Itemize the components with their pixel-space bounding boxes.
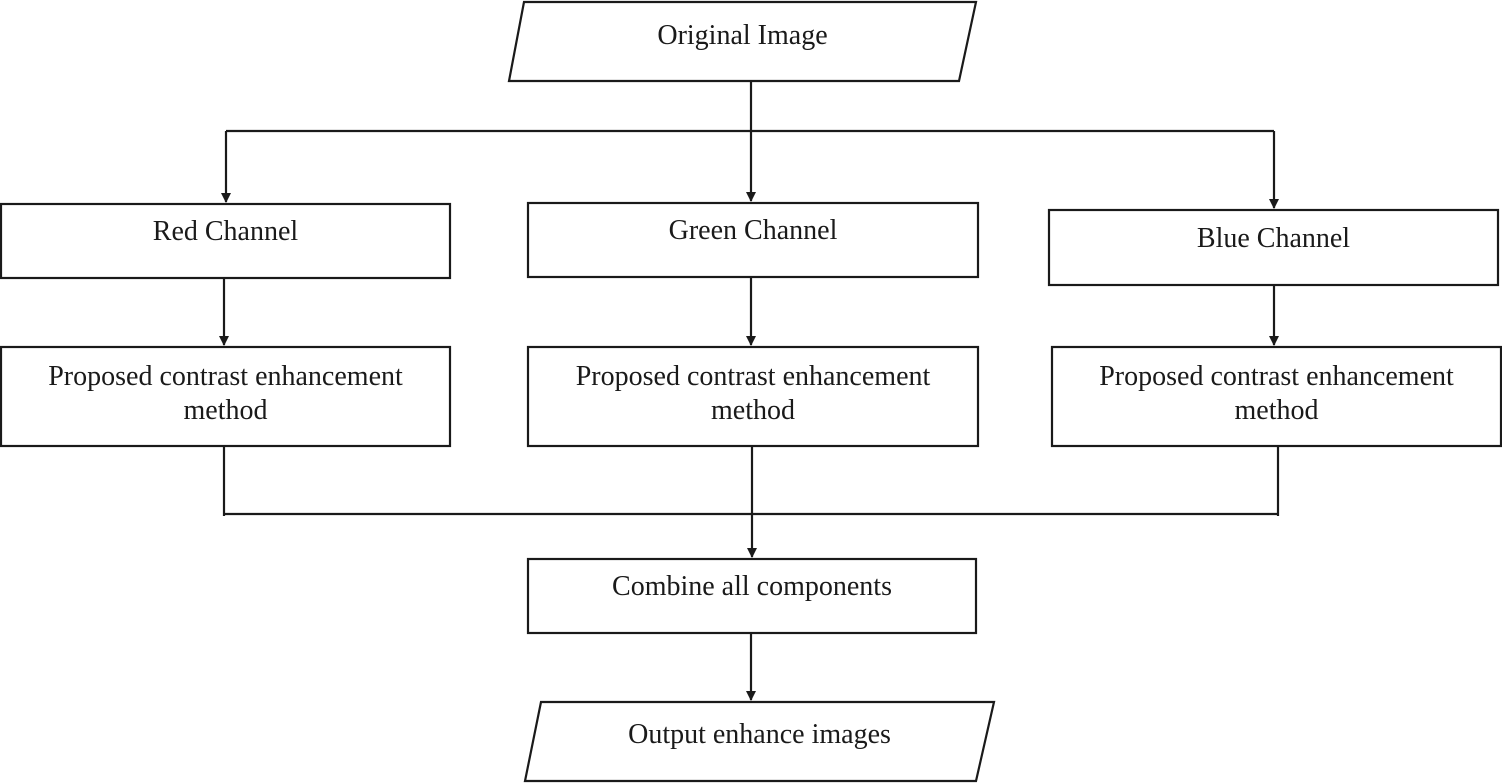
method-blue-label: Proposed contrast enhancement method <box>1099 361 1454 426</box>
red-channel-label: Red Channel <box>152 216 299 247</box>
green-channel-label: Green Channel <box>668 215 838 246</box>
output-label: Output enhance images <box>628 719 891 750</box>
blue-channel-box <box>1047 208 1500 287</box>
method-green-box <box>526 345 980 448</box>
method-green-label: Proposed contrast enhancement method <box>575 361 931 426</box>
method-red-label: Proposed contrast enhancement method <box>48 361 403 426</box>
combine-label: Combine all components <box>612 571 892 602</box>
output-shape <box>523 700 996 783</box>
blue-channel-label: Blue Channel <box>1196 222 1351 254</box>
red-channel-box <box>0 202 452 280</box>
method-red-box <box>0 345 452 448</box>
original-image-shape <box>507 0 978 83</box>
green-channel-box <box>526 201 980 279</box>
method-blue-box <box>1050 345 1502 448</box>
original-image-label: Original Image <box>657 20 828 51</box>
combine-box <box>526 557 978 635</box>
